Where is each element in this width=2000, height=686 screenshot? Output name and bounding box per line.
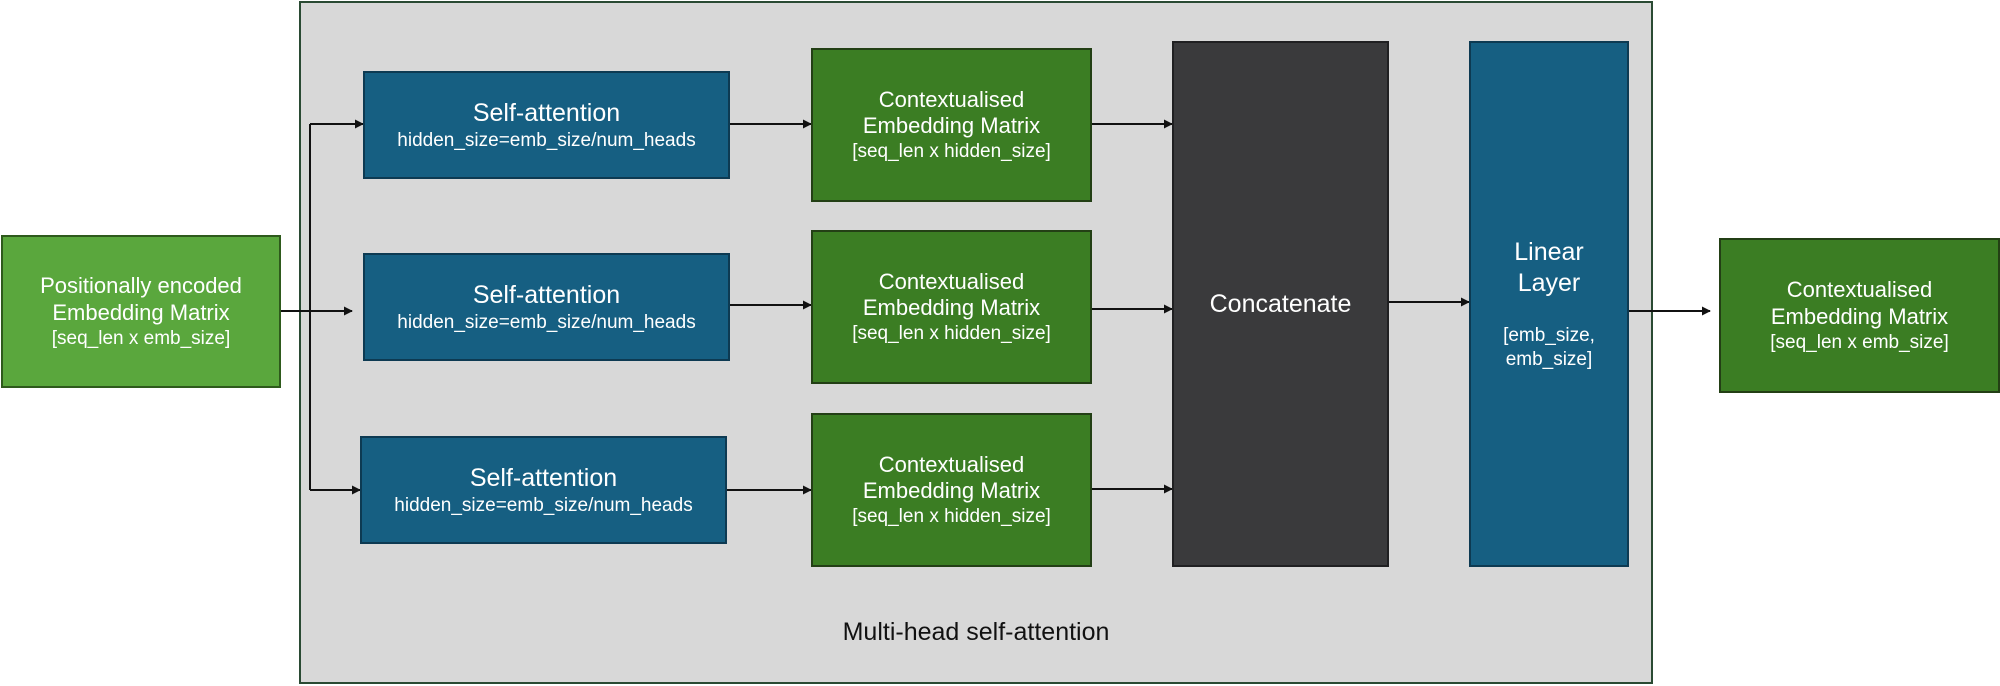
- matrix-1-line-3: [seq_len x hidden_size]: [852, 141, 1051, 163]
- panel-caption: Multi-head self-attention: [842, 618, 1110, 646]
- output-line-1: Contextualised: [1786, 277, 1933, 303]
- matrix-2-line-3: [seq_len x hidden_size]: [852, 323, 1051, 345]
- output-embedding-matrix: Contextualised Embedding Matrix [seq_len…: [1719, 238, 2000, 393]
- head-2-subtitle: hidden_size=emb_size/num_heads: [397, 311, 696, 333]
- matrix-1-line-1: Contextualised: [878, 86, 1025, 112]
- input-line-3: [seq_len x emb_size]: [51, 327, 231, 349]
- output-line-2: Embedding Matrix: [1770, 303, 1949, 329]
- self-attention-head-1: Self-attention hidden_size=emb_size/num_…: [363, 71, 730, 179]
- contextualised-matrix-3: Contextualised Embedding Matrix [seq_len…: [811, 413, 1092, 567]
- contextualised-matrix-1: Contextualised Embedding Matrix [seq_len…: [811, 48, 1092, 202]
- matrix-3-line-1: Contextualised: [878, 451, 1025, 477]
- self-attention-head-2: Self-attention hidden_size=emb_size/num_…: [363, 253, 730, 361]
- linear-line-3: [emb_size,: [1503, 325, 1595, 347]
- matrix-3-line-2: Embedding Matrix: [862, 478, 1041, 504]
- concatenate-label: Concatenate: [1209, 289, 1352, 318]
- input-line-2: Embedding Matrix: [52, 299, 230, 325]
- concatenate-block: Concatenate: [1172, 41, 1389, 567]
- linear-line-2: Layer: [1517, 268, 1581, 297]
- self-attention-head-3: Self-attention hidden_size=emb_size/num_…: [360, 436, 727, 544]
- head-1-subtitle: hidden_size=emb_size/num_heads: [397, 129, 696, 151]
- head-2-title: Self-attention: [472, 281, 621, 310]
- input-line-1: Positionally encoded: [40, 273, 242, 299]
- output-line-3: [seq_len x emb_size]: [1770, 331, 1949, 353]
- matrix-1-line-2: Embedding Matrix: [862, 113, 1041, 139]
- head-1-title: Self-attention: [472, 99, 621, 128]
- contextualised-matrix-2: Contextualised Embedding Matrix [seq_len…: [811, 230, 1092, 384]
- linear-line-4: emb_size]: [1505, 348, 1593, 370]
- input-embedding-matrix: Positionally encoded Embedding Matrix [s…: [1, 235, 281, 388]
- head-3-title: Self-attention: [469, 464, 618, 493]
- head-3-subtitle: hidden_size=emb_size/num_heads: [394, 494, 693, 516]
- matrix-2-line-2: Embedding Matrix: [862, 295, 1041, 321]
- matrix-3-line-3: [seq_len x hidden_size]: [852, 506, 1051, 528]
- linear-line-1: Linear: [1514, 238, 1584, 267]
- matrix-2-line-1: Contextualised: [878, 268, 1025, 294]
- linear-layer-block: Linear Layer [emb_size, emb_size]: [1469, 41, 1629, 567]
